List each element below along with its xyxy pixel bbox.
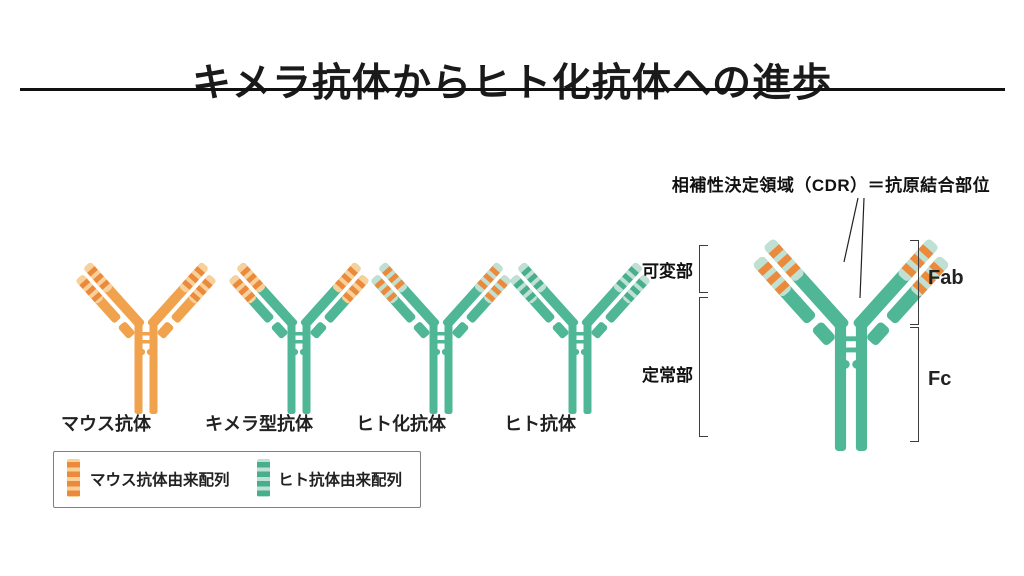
- constant-region-label: 定常部: [642, 366, 693, 385]
- antibody-figure-humanized: [366, 261, 516, 419]
- title-divider: [20, 88, 1005, 91]
- legend-label-human-sequence: ヒト抗体由来配列: [278, 472, 403, 489]
- fc-label: Fc: [928, 368, 952, 390]
- antibody-figure-human: [505, 261, 655, 419]
- antibody-figure-mouse: [71, 261, 221, 419]
- variable-region-label: 可変部: [642, 262, 693, 281]
- cdr-annotation-label: 相補性決定領域（CDR）＝抗原結合部位: [671, 176, 991, 195]
- legend-label-mouse-sequence: マウス抗体由来配列: [90, 472, 230, 489]
- cdr-pointer-lines: [843, 197, 865, 299]
- fc-region-bracket: [910, 327, 919, 442]
- antibody-figure-detail: [746, 237, 956, 458]
- page-title: キメラ抗体からヒト化抗体への進歩: [191, 62, 832, 106]
- antibody-diagram-chimeric: [229, 262, 369, 414]
- constant-region-bracket: [699, 297, 708, 437]
- fab-label: Fab: [928, 267, 964, 289]
- antibody-diagram-detail: [753, 239, 949, 452]
- fab-region-bracket: [910, 240, 919, 325]
- legend-box: [53, 451, 421, 508]
- antibody-label-human: ヒト抗体: [504, 414, 576, 434]
- antibody-diagram-mouse: [76, 262, 216, 414]
- legend-swatch-mouse-sequence: [67, 459, 80, 497]
- antibody-diagram-humanized: [371, 262, 511, 414]
- antibody-label-mouse: マウス抗体: [61, 414, 151, 434]
- antibody-label-chimeric: キメラ型抗体: [205, 414, 313, 434]
- antibody-label-humanized: ヒト化抗体: [356, 414, 446, 434]
- legend-swatch-human-sequence: [257, 459, 270, 497]
- variable-region-bracket: [699, 245, 708, 293]
- antibody-diagram-human: [510, 262, 650, 414]
- antibody-figure-chimeric: [224, 261, 374, 419]
